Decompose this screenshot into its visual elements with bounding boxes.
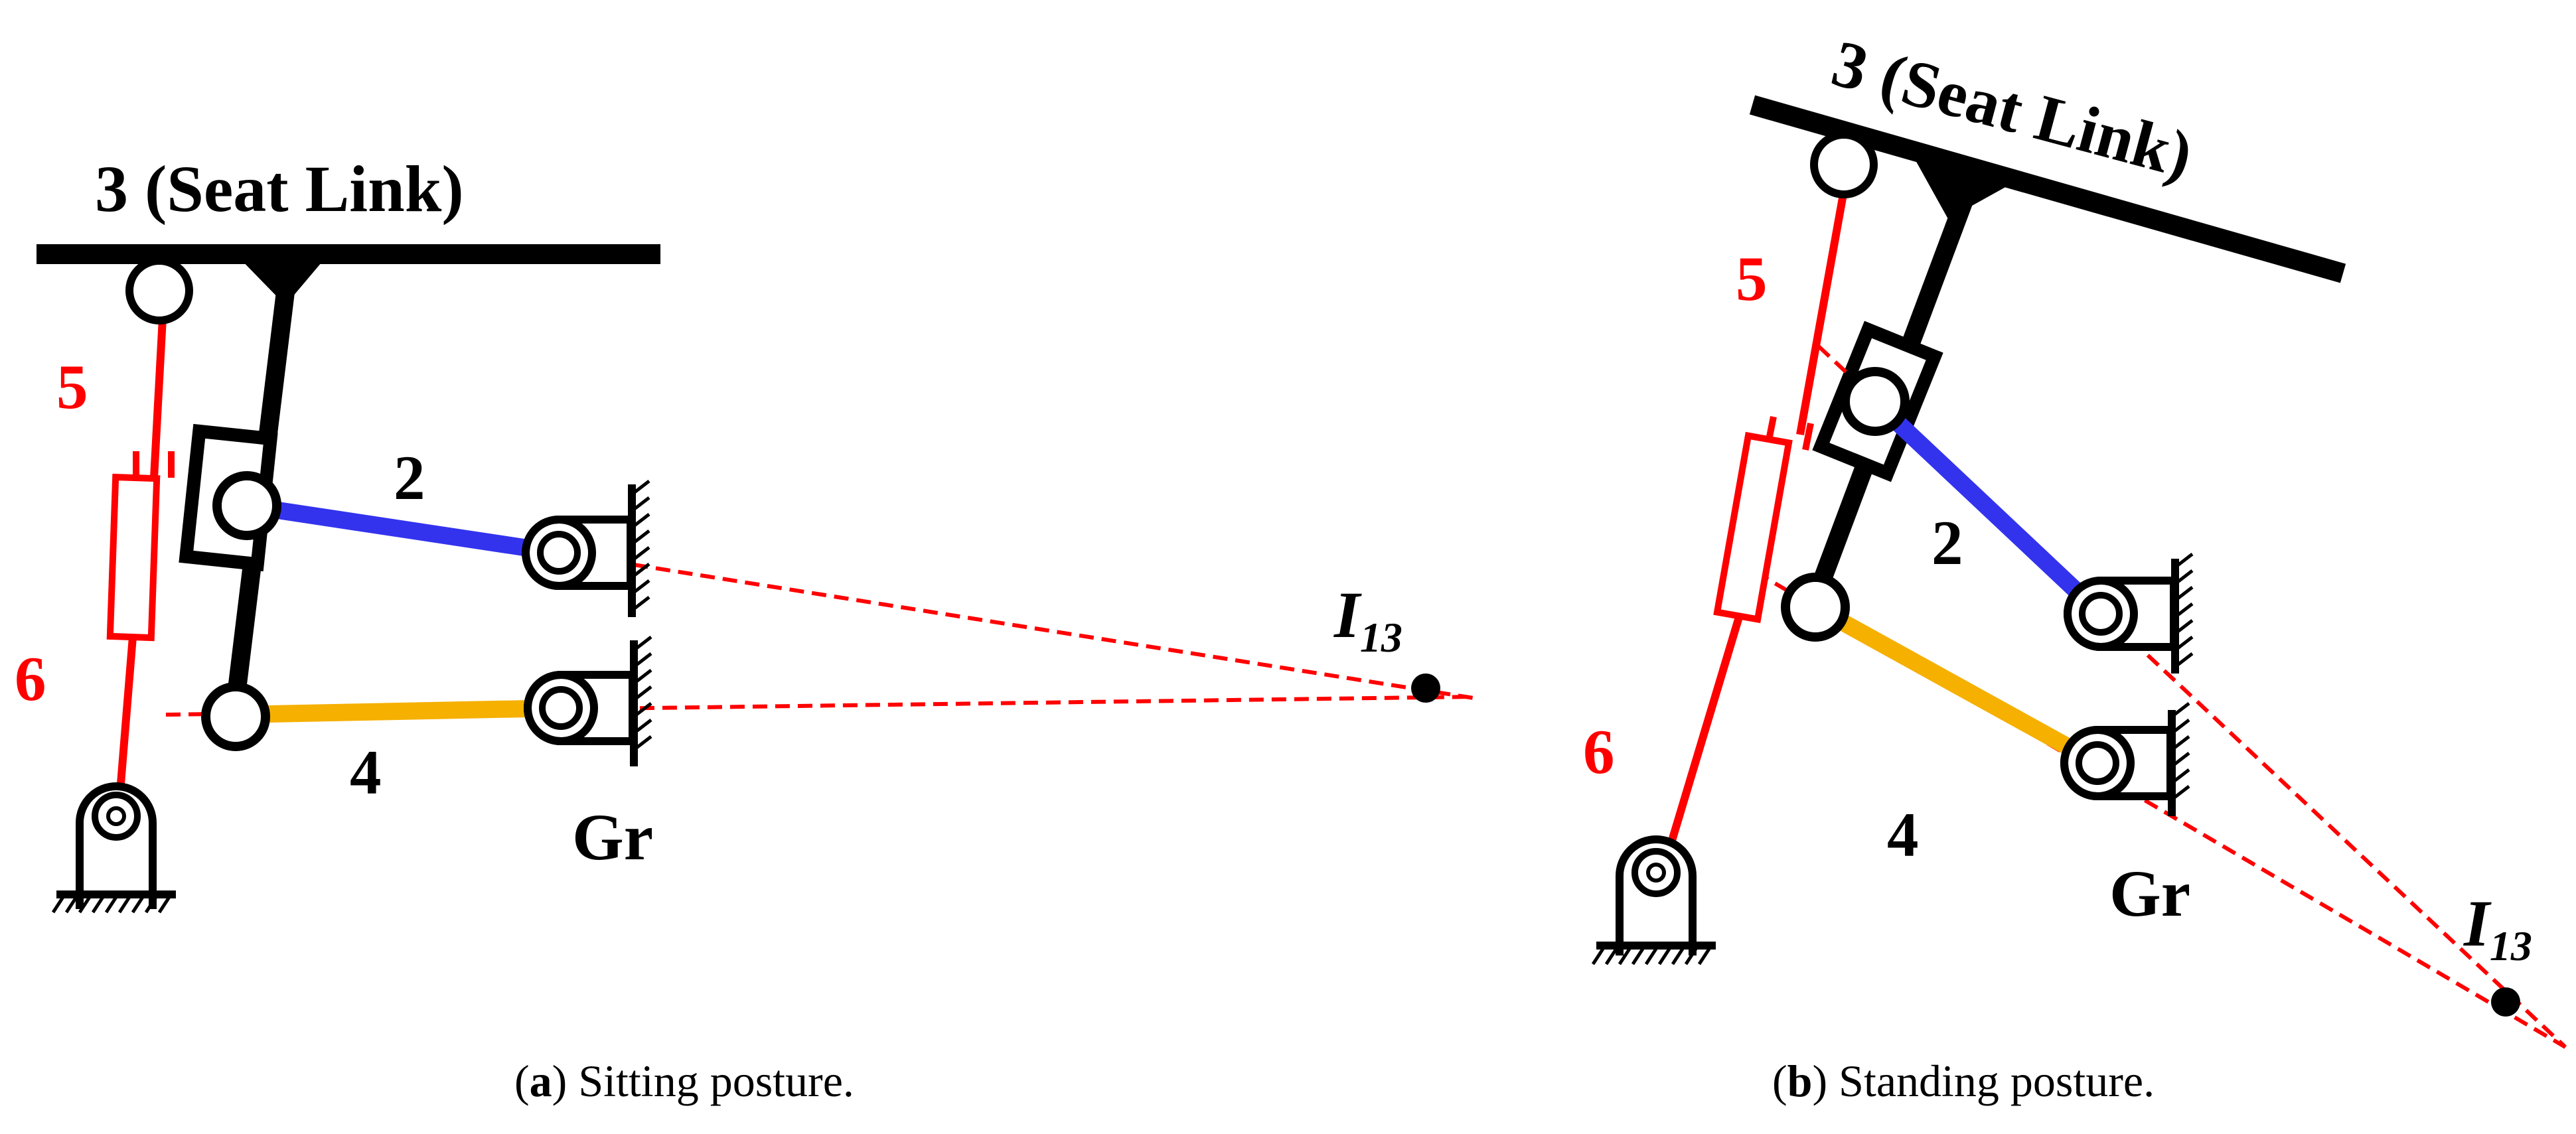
instant-center-label-b: I13 (2463, 886, 2532, 969)
seat-link-label-b: 3 (Seat Link) (1825, 26, 2200, 192)
link-6-label-b: 6 (1583, 717, 1615, 787)
ground-pivot-link4 (524, 636, 652, 766)
ground-pivot-actuator (51, 782, 176, 914)
link-2-b (1869, 395, 2107, 620)
pin-link4-moving (201, 682, 270, 751)
caption-standing: (b) Standing posture. (1772, 1056, 2155, 1106)
seat-link-mount (236, 254, 329, 305)
ground-label: Gr (572, 800, 653, 874)
link-5-label-b: 5 (1736, 244, 1768, 314)
link-2-label-b: 2 (1932, 508, 1963, 578)
actuator-5-6 (106, 318, 175, 817)
pin-actuator-top-b (1810, 131, 1878, 198)
pin-link2-moving (212, 471, 281, 540)
ground-pivot-link4-b (2060, 702, 2190, 816)
link-4-b (1811, 599, 2102, 771)
ground-label-b: Gr (2109, 857, 2190, 930)
link-4-label-b: 4 (1887, 800, 1919, 870)
link-2-label: 2 (394, 443, 425, 513)
caption-text-a: Sitting posture. (567, 1056, 854, 1106)
link-5-label: 5 (56, 352, 88, 422)
link-6-label: 6 (15, 644, 46, 714)
instant-center-point-b (2491, 987, 2520, 1017)
caption-letter-b: b (1787, 1056, 1813, 1106)
link-4 (235, 699, 562, 723)
actuator-5-6-b (1655, 175, 1851, 884)
caption-letter-a: a (529, 1056, 552, 1106)
ground-pivot-link2 (522, 480, 650, 617)
seat-link-mount-b (1915, 159, 2008, 219)
instant-center-label: I13 (1333, 578, 1402, 661)
caption-sitting: (a) Sitting posture. (514, 1056, 854, 1106)
ground-pivot-actuator-b (1591, 835, 1716, 965)
panel-sitting: 3 (Seat Link) 2 4 5 6 Gr I13 (15, 152, 1474, 914)
ground-pivot-link2-b (2064, 553, 2194, 673)
pin-actuator-top (125, 257, 193, 324)
instant-center-point (1411, 673, 1440, 703)
panel-standing: 3 (Seat Link) 2 4 5 6 Gr I13 (1583, 26, 2567, 1049)
link-2 (246, 497, 560, 561)
pin-link2-moving-b (1841, 367, 1910, 436)
pin-link4-moving-b (1781, 573, 1850, 642)
construction-line-lower (165, 695, 1474, 717)
link-4-label: 4 (350, 737, 382, 808)
seat-link-label: 3 (Seat Link) (95, 152, 464, 226)
caption-text-b: Standing posture. (1827, 1056, 2155, 1106)
